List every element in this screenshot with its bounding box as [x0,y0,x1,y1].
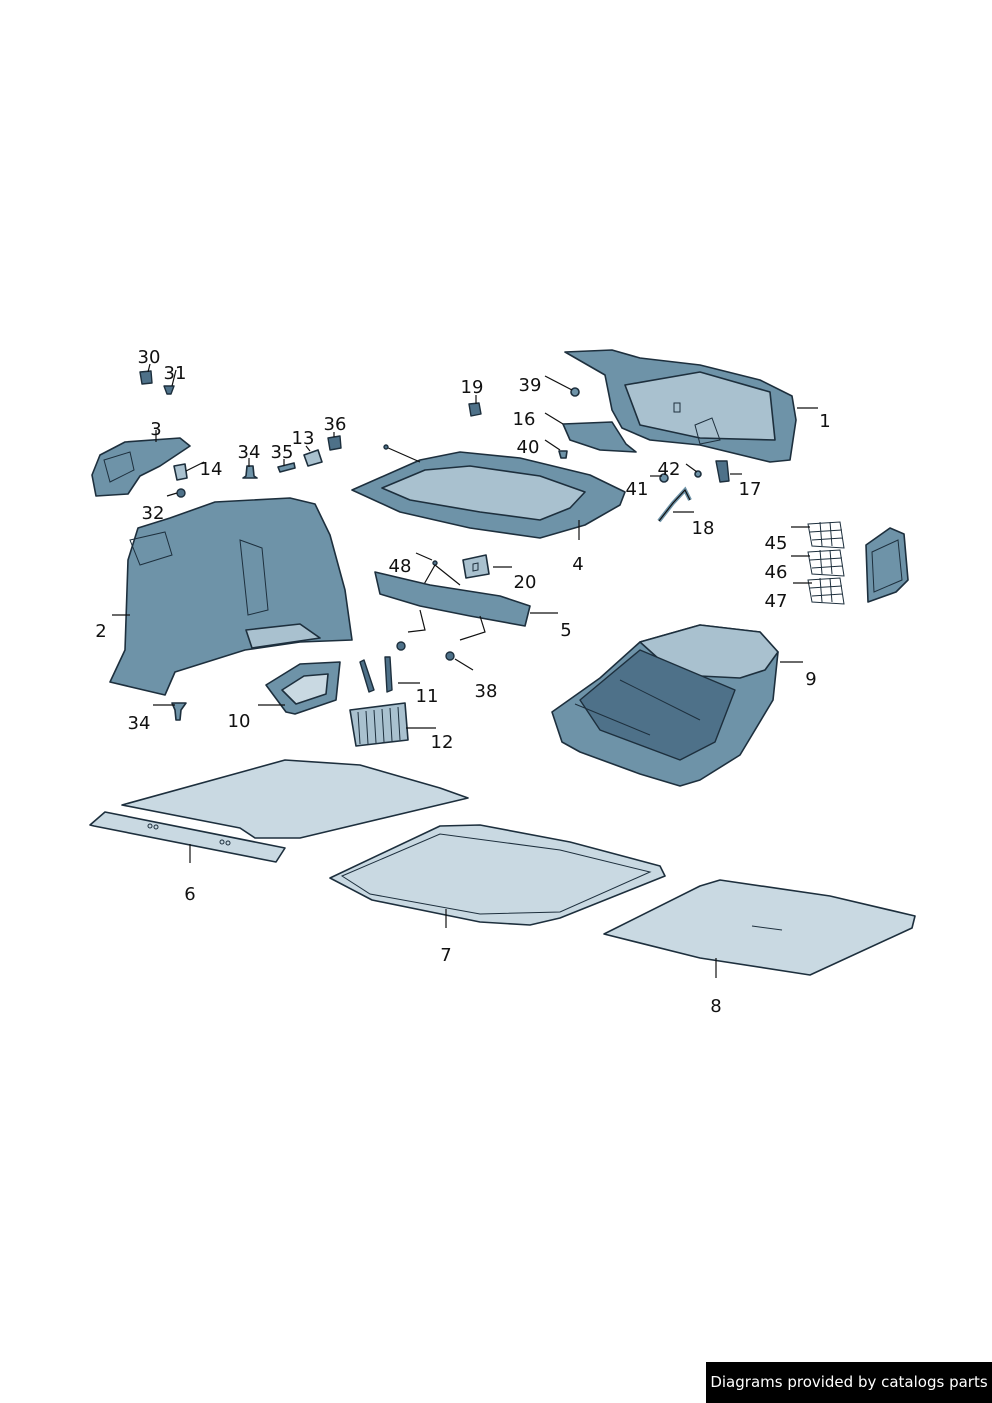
part-14-clip [173,463,188,481]
callout-18: 18 [692,518,715,539]
part-31-clip [163,385,175,395]
callout-12: 12 [431,732,454,753]
callout-16: 16 [513,409,536,430]
part-48-fastener [422,560,461,587]
callout-1: 1 [819,411,830,432]
callout-8: 8 [710,996,721,1017]
part-trunk-lid-trim [564,349,797,463]
part-19-fastener [468,402,482,417]
leader-lines [112,363,818,978]
callout-34-top: 34 [238,442,261,463]
part-36-clip [327,435,342,451]
callout-36: 36 [324,414,347,435]
part-38-clip [445,651,455,661]
callout-40: 40 [517,437,540,458]
callout-14: 14 [200,459,223,480]
part-9-storage-tray [551,624,779,787]
part-18-rod [657,486,692,523]
part-16-cover [562,421,637,453]
callout-4: 4 [572,554,583,575]
callout-10: 10 [228,711,251,732]
part-3-trim-piece [91,437,191,497]
callout-3: 3 [150,419,161,440]
part-5-sill-cover [374,571,531,641]
callout-42: 42 [658,459,681,480]
part-6-floor-cover [89,759,469,863]
callout-34-bottom: 34 [128,713,151,734]
callout-7: 7 [440,945,451,966]
part-20-handle [462,554,490,579]
part-30-clip [139,370,153,385]
callout-19: 19 [461,377,484,398]
part-7-trunk-mat [329,824,666,926]
part-35-screw [277,462,296,473]
callout-5: 5 [560,620,571,641]
callout-35: 35 [271,442,294,463]
callout-48: 48 [389,556,412,577]
callout-17: 17 [739,479,762,500]
callout-20: 20 [514,572,537,593]
callout-labels: 30 31 19 39 16 1 40 3 36 13 34 35 14 42 … [95,347,830,1017]
callout-38: 38 [475,681,498,702]
part-13-knob [303,449,323,467]
part-12-box [349,702,409,747]
callout-6: 6 [184,884,195,905]
part-45-47-nets [807,521,909,605]
part-2-side-panel [109,497,353,696]
part-10-frame [265,661,341,715]
part-clip-small [396,641,406,651]
callout-30: 30 [138,347,161,368]
part-34-plug-bottom [171,702,187,721]
callout-9: 9 [805,669,816,690]
part-34-plug-top [242,465,258,479]
callout-32: 32 [142,503,165,524]
part-4-parcel-shelf [351,444,626,539]
part-17-bracket [715,460,730,483]
callout-13: 13 [292,428,315,449]
callout-46: 46 [765,562,788,583]
callout-45: 45 [765,533,788,554]
part-32-nut [176,488,186,498]
part-11-clips [359,656,393,693]
callout-47: 47 [765,591,788,612]
part-39-clip [570,387,580,397]
callout-41: 41 [626,479,649,500]
callout-2: 2 [95,621,106,642]
part-8-floor-panel [603,879,916,976]
callout-11: 11 [416,686,439,707]
part-40-clip [558,450,568,459]
callout-31: 31 [164,363,187,384]
callout-39: 39 [519,375,542,396]
attribution-badge: Diagrams provided by catalogs parts [706,1362,992,1403]
